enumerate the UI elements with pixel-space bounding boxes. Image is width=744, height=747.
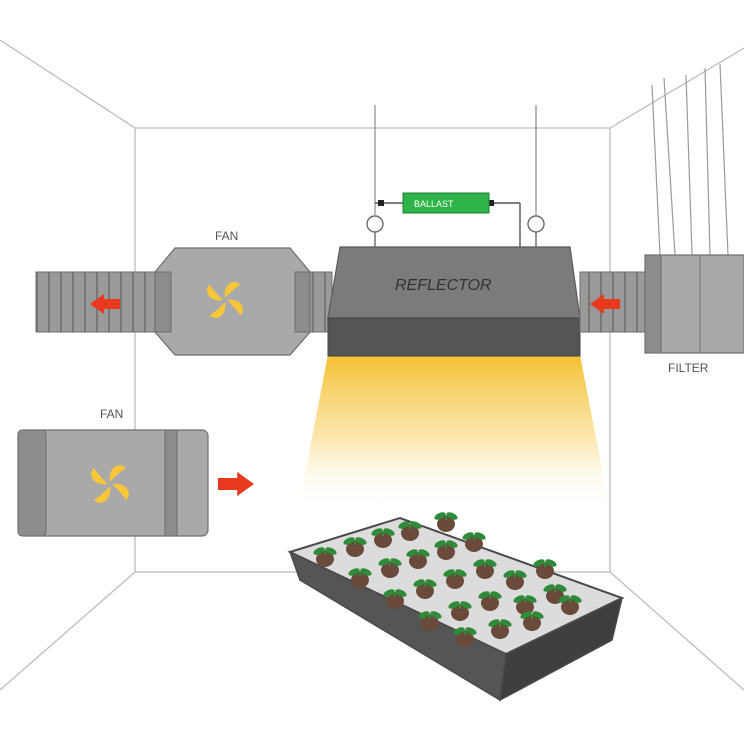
ceiling-edge-right [609,47,744,129]
ballast-label: BALLAST [414,199,454,209]
reflector-label: REFLECTOR [395,277,492,294]
floor-edge-right [609,571,744,691]
wall-cables [651,63,729,256]
hanging-wires [374,105,537,215]
filter-label: FILTER [668,361,709,375]
reflector: REFLECTOR [327,246,581,357]
ceiling-edge-left [0,39,136,129]
floor-edge-left [0,571,136,691]
airflow-arrow-icon [218,472,254,496]
intake-duct [579,271,649,333]
light-beam [298,355,610,510]
exhaust-duct [35,271,161,333]
seedling-icon [432,509,460,533]
fan-top-label: FAN [215,229,238,243]
inline-fan: FAN [154,229,312,356]
carbon-filter: FILTER [644,254,744,375]
plant-tray [287,509,625,702]
reflector-hooks [366,215,545,247]
intake-fan: FAN [17,407,254,537]
ballast: BALLAST [375,192,521,247]
fan-left-label: FAN [100,407,123,421]
